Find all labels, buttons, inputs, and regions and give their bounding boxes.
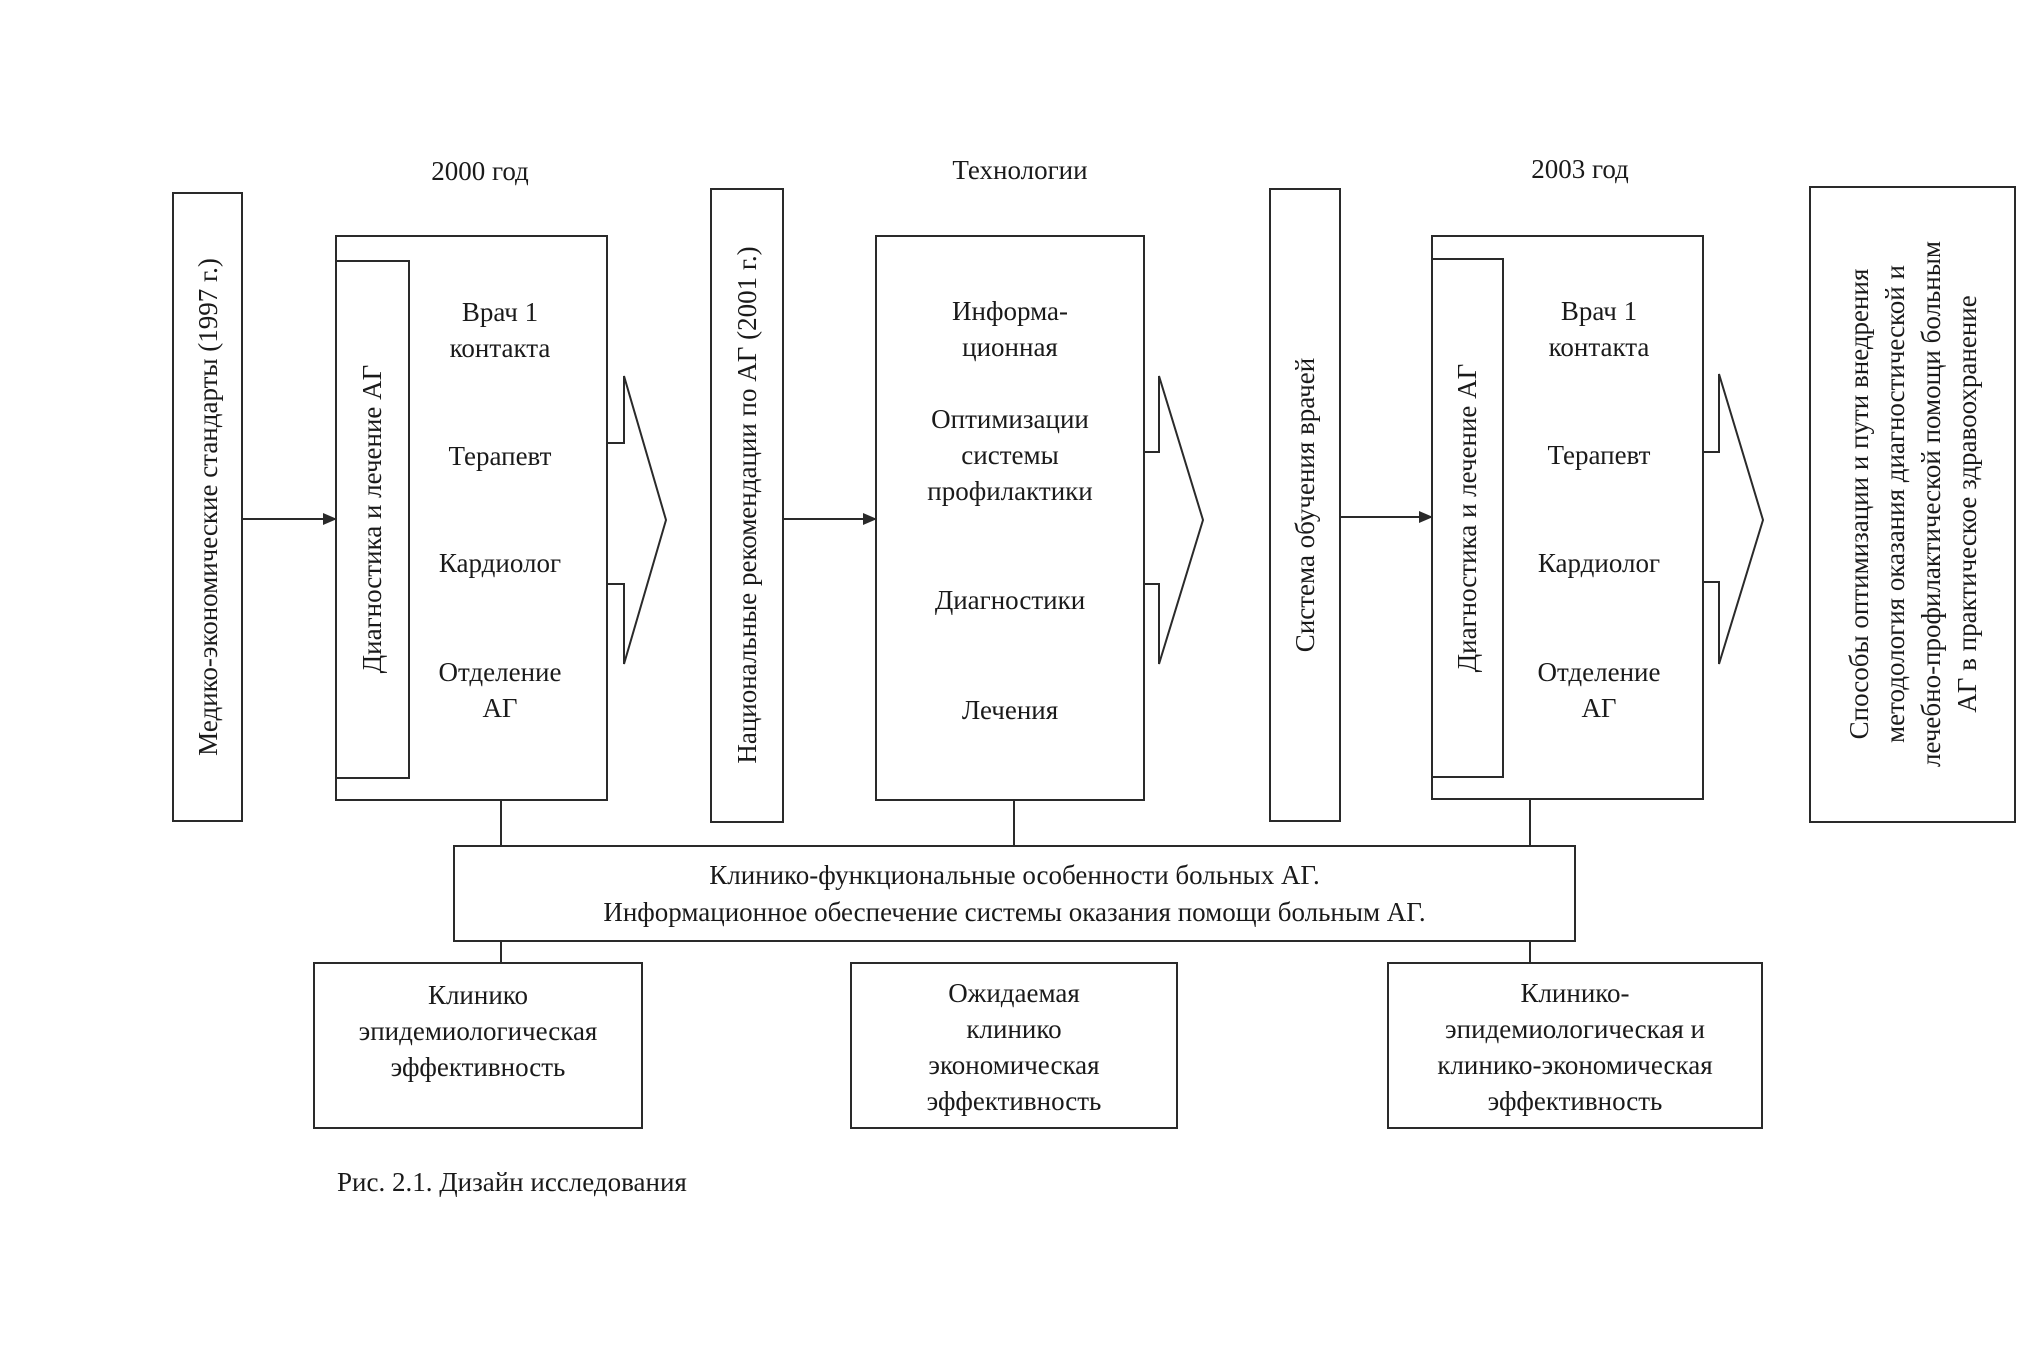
result-line: эпидемиологическая и: [1445, 1014, 1705, 1044]
recommendations-label: Национальные рекомендации по АГ (2001 г.…: [732, 246, 762, 764]
outcome-line-4: АГ в практическое здравоохранение: [1952, 295, 1982, 713]
recommendations-box: [710, 188, 784, 823]
item-line: Врач 1: [461, 297, 539, 327]
result-box-1: [313, 962, 643, 1129]
block-2000-item-doctor: Врач 1 контакта: [410, 294, 590, 366]
item-line: АГ: [482, 693, 518, 723]
item-line: контакта: [449, 333, 551, 363]
header-technologies: Технологии: [952, 155, 1088, 185]
result-line: эффективность: [390, 1052, 566, 1082]
item-line: ционная: [962, 332, 1058, 362]
figure-caption: Рис. 2.1. Дизайн исследования: [337, 1167, 687, 1197]
result-line: клинико-экономическая: [1437, 1050, 1713, 1080]
block-2000-arrow: [607, 375, 668, 665]
item-line: профилактики: [927, 476, 1093, 506]
result-line: Клинико: [427, 980, 529, 1010]
result-box-2: [850, 962, 1178, 1129]
result-line: экономическая: [928, 1050, 1100, 1080]
item-line: Информа-: [952, 296, 1068, 326]
outcome-label: Способы оптимизации и пути внедрения мет…: [1841, 189, 1985, 819]
item-line: Оптимизации: [931, 404, 1089, 434]
block-2003-item-therapist: Терапевт: [1547, 440, 1651, 470]
block-2000-side-label: Диагностика и лечение АГ: [357, 364, 387, 674]
tech-arrow: [1144, 375, 1205, 665]
outcome-line-1: Способы оптимизации и пути внедрения: [1844, 268, 1874, 740]
result-line: эффективность: [1487, 1086, 1663, 1116]
result-line: клинико: [966, 1014, 1062, 1044]
result-line: эпидемиологическая: [358, 1016, 598, 1046]
item-line: Врач 1: [1560, 296, 1638, 326]
training-box: [1269, 188, 1341, 822]
item-line: АГ: [1581, 693, 1617, 723]
tech-item-information: Информа- ционная: [886, 293, 1134, 365]
block-2000-item-therapist: Терапевт: [448, 441, 552, 471]
bottom-bar-line-2: Информационное обеспечение системы оказа…: [603, 897, 1426, 927]
result-3-text: Клинико- эпидемиологическая и клинико-эк…: [1390, 975, 1760, 1119]
block-2003-item-doctor: Врач 1 контакта: [1504, 293, 1694, 365]
item-line: контакта: [1548, 332, 1650, 362]
result-line: Клинико-: [1520, 978, 1630, 1008]
header-2000: 2000 год: [431, 156, 529, 186]
bottom-bar-text: Клинико-функциональные особенности больн…: [456, 857, 1573, 931]
block-2003-item-cardiologist: Кардиолог: [1537, 548, 1661, 578]
standards-box: [172, 192, 243, 822]
tech-item-diagnostics: Диагностики: [934, 585, 1086, 615]
item-line: системы: [961, 440, 1059, 470]
block-2000-item-department: Отделение АГ: [410, 654, 590, 726]
result-box-3: [1387, 962, 1763, 1129]
outcome-line-2: методология оказания диагностической и: [1880, 265, 1910, 743]
training-label: Система обучения врачей: [1290, 357, 1320, 653]
outcome-box: [1809, 186, 2016, 823]
result-line: эффективность: [926, 1086, 1102, 1116]
header-2003: 2003 год: [1531, 154, 1629, 184]
result-1-text: Клинико эпидемиологическая эффективность: [316, 977, 640, 1085]
standards-label: Медико-экономические стандарты (1997 г.): [193, 258, 223, 756]
block-2003-arrow: [1703, 373, 1765, 665]
bottom-bar-line-1: Клинико-функциональные особенности больн…: [709, 860, 1320, 890]
block-2000-item-cardiologist: Кардиолог: [438, 548, 562, 578]
outcome-line-3: лечебно-профилактической помощи больным: [1916, 241, 1946, 767]
block-2003-item-department: Отделение АГ: [1504, 654, 1694, 726]
item-line: Отделение: [1537, 657, 1661, 687]
result-line: Ожидаемая: [948, 978, 1080, 1008]
tech-item-prevention: Оптимизации системы профилактики: [886, 401, 1134, 509]
tech-item-treatment: Лечения: [961, 695, 1059, 725]
item-line: Отделение: [438, 657, 562, 687]
block-2003-side-label: Диагностика и лечение АГ: [1452, 363, 1482, 673]
result-2-text: Ожидаемая клинико экономическая эффектив…: [853, 975, 1175, 1119]
